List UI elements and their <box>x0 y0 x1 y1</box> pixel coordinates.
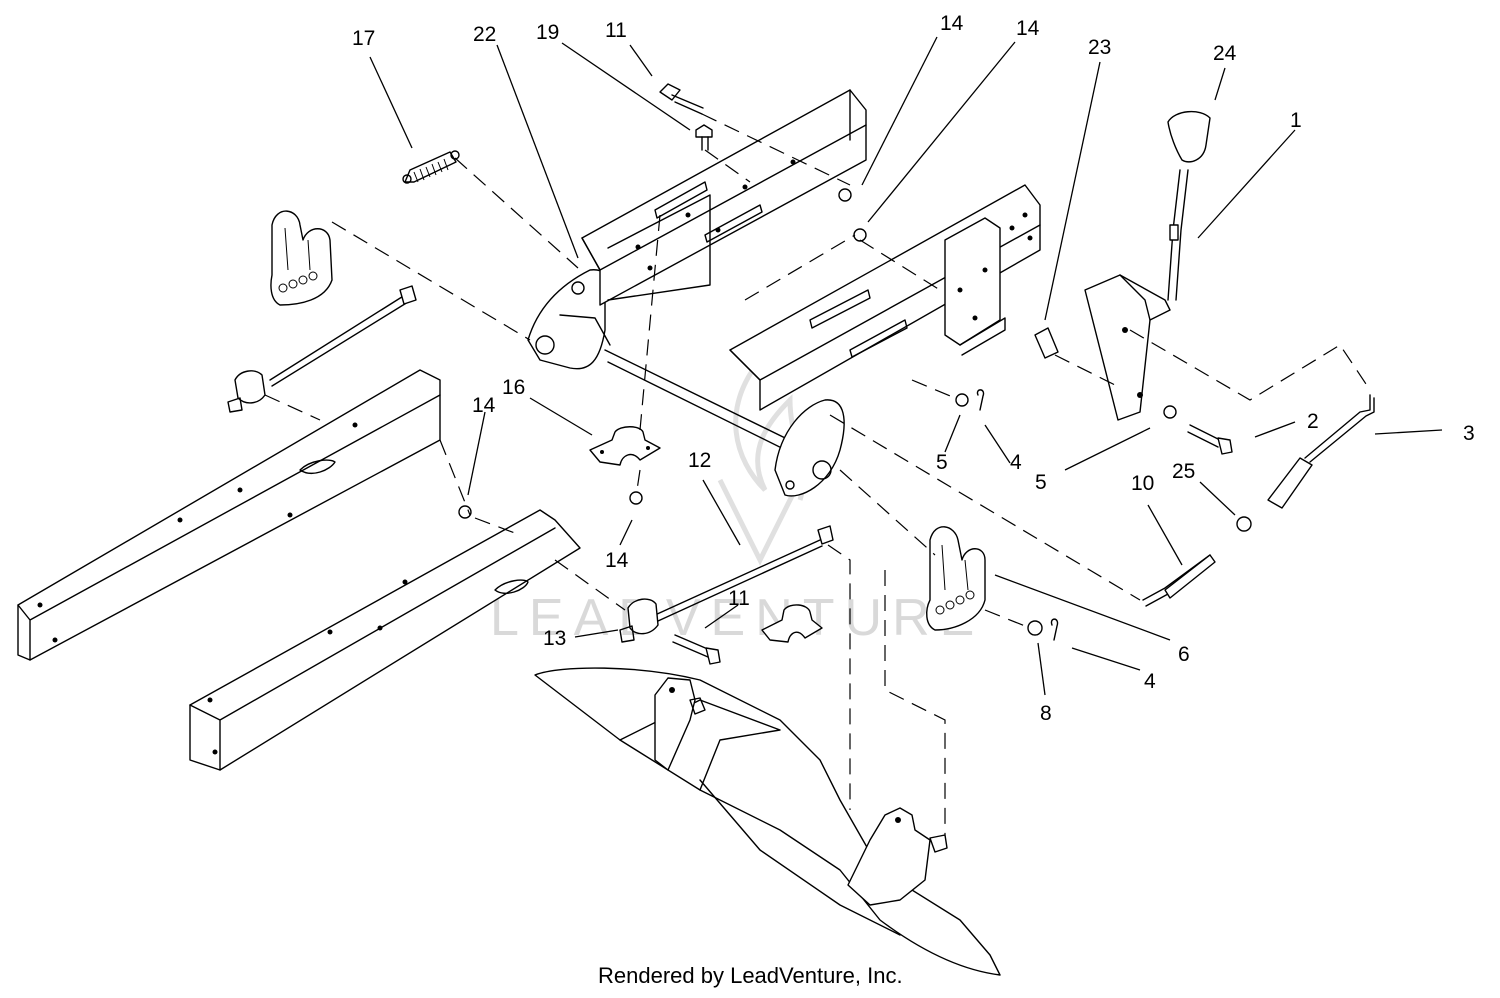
part-13-yoke <box>619 598 659 643</box>
callout-3: 3 <box>1463 422 1475 445</box>
part-14-nut-a <box>838 188 852 202</box>
callout-23: 23 <box>1088 36 1111 59</box>
part-6-plate <box>926 526 986 631</box>
part-4-clip-a <box>976 389 985 411</box>
part-2-bolt <box>1187 424 1233 455</box>
callout-24: 24 <box>1213 42 1237 65</box>
callout-16: 16 <box>502 376 525 399</box>
callout-8: 8 <box>1040 702 1052 725</box>
alignment-lines <box>264 113 1371 835</box>
callout-12: 12 <box>688 449 711 472</box>
part-11-bolt-bottom <box>672 634 721 665</box>
footer-credit: Rendered by LeadVenture, Inc. <box>598 963 903 988</box>
callout-4-a: 4 <box>1010 451 1022 474</box>
callout-14-top-a: 14 <box>940 12 964 35</box>
mower-deck-bracket <box>534 667 1001 976</box>
part-16-clamp <box>589 426 661 466</box>
lower-left-channel <box>189 509 581 771</box>
part-8-washer <box>1027 620 1043 636</box>
callout-17: 17 <box>352 27 375 50</box>
part-24-knob <box>1167 111 1211 163</box>
left-plate <box>270 210 333 306</box>
callout-5-b: 5 <box>1035 471 1047 494</box>
callout-10: 10 <box>1131 472 1154 495</box>
left-rod-yoke <box>227 285 417 413</box>
right-channel <box>729 184 1041 411</box>
callout-14-left: 14 <box>472 394 496 417</box>
callout-11-bottom: 11 <box>728 587 750 610</box>
callout-2: 2 <box>1307 410 1319 433</box>
part-23-spacer <box>1034 327 1059 359</box>
callout-19: 19 <box>536 21 559 44</box>
callout-22: 22 <box>473 23 496 46</box>
part-25-nut <box>1236 516 1252 532</box>
callout-5-a: 5 <box>936 451 948 474</box>
callout-25: 25 <box>1172 460 1195 483</box>
clamp-bottom <box>761 604 823 643</box>
part-3-rod <box>1267 394 1375 509</box>
callouts: 17 22 19 11 14 14 23 24 1 2 3 5 4 5 10 2… <box>352 12 1475 725</box>
part-19-bolt <box>695 124 713 151</box>
part-14-nut-b <box>853 228 867 242</box>
leader-lines <box>369 36 1443 696</box>
callout-1: 1 <box>1290 109 1302 132</box>
part-11-bolt-top <box>659 83 704 115</box>
part-17-spring <box>402 150 460 184</box>
part-washer-5b <box>1163 405 1177 419</box>
callout-14-mid: 14 <box>605 549 629 572</box>
part-14-nut-c <box>629 491 643 505</box>
top-channel <box>581 89 867 306</box>
part-washer-5a <box>955 393 969 407</box>
part-22-bracket-axle <box>527 269 845 497</box>
part-14-nut-d <box>458 505 472 519</box>
callout-4-b: 4 <box>1144 670 1156 693</box>
callout-6: 6 <box>1178 643 1190 666</box>
part-10-rod <box>1142 554 1216 607</box>
part-4-clip-b <box>1050 618 1059 641</box>
part-12-rod <box>654 525 834 622</box>
callout-11-top: 11 <box>605 19 627 42</box>
callout-13: 13 <box>543 627 566 650</box>
watermark-text: LEADVENTURE <box>490 589 984 647</box>
part-1-lever <box>1084 169 1189 421</box>
callout-14-top-b: 14 <box>1016 17 1040 40</box>
